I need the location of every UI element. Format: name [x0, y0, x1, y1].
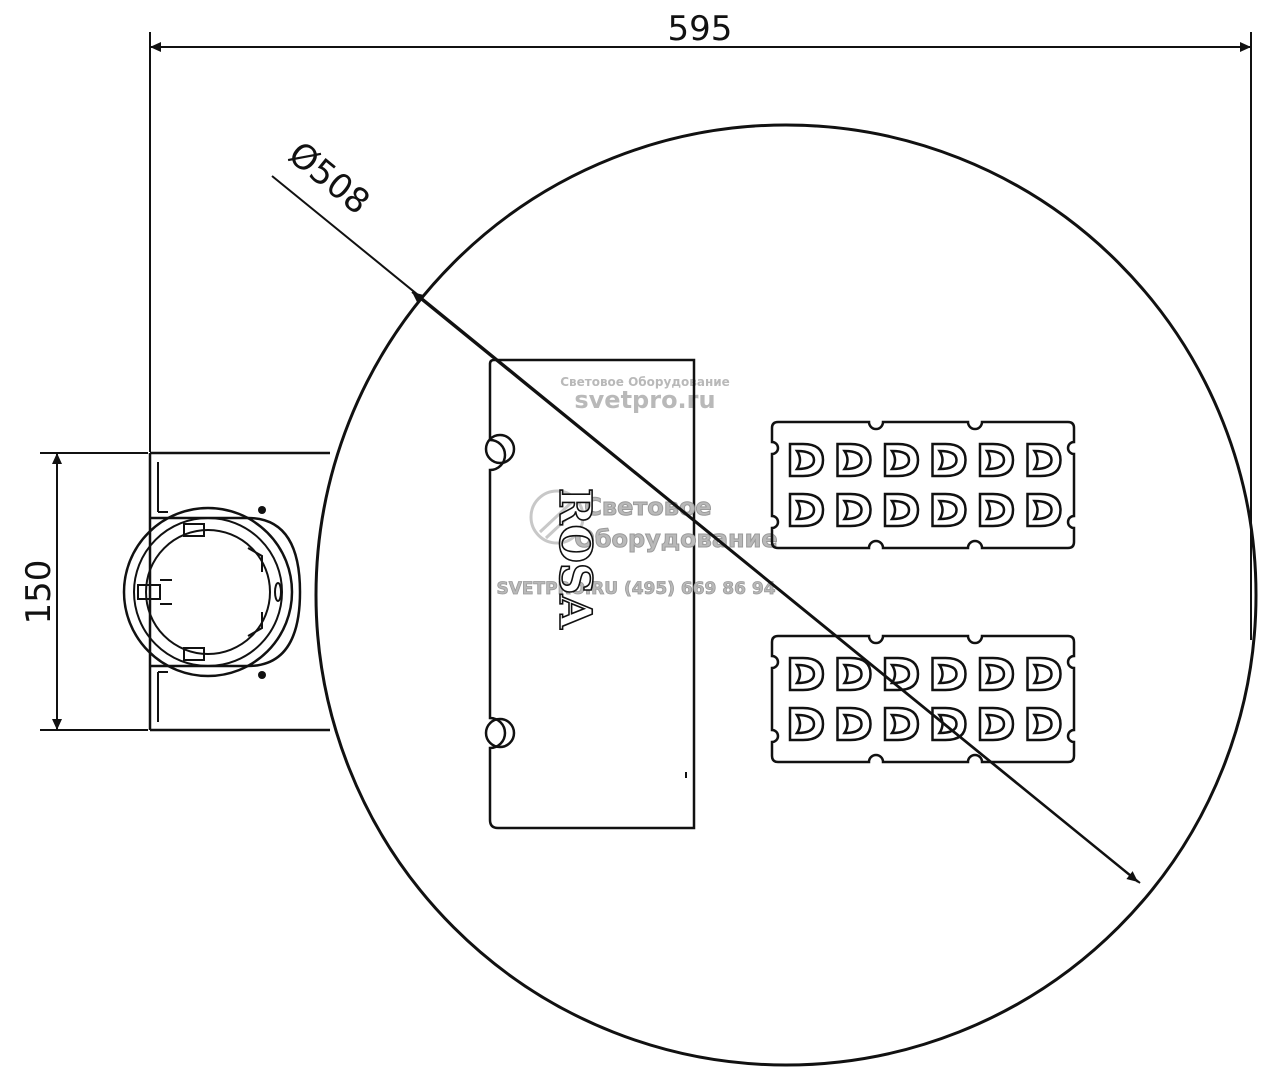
led-lens-outer: [1026, 706, 1062, 742]
led-lens: [836, 442, 872, 478]
led-lens: [883, 706, 920, 742]
led-lens: [1026, 706, 1062, 742]
rosa-logo-text: ROSA: [549, 488, 600, 630]
led-lens-outer: [836, 492, 872, 528]
watermark-center-line3: SVETPRO.RU (495) 669 86 94: [496, 579, 775, 599]
led-lens: [788, 492, 825, 528]
led-lens-inner: [889, 449, 911, 471]
led-lens-outer: [788, 656, 825, 692]
led-lens-inner: [889, 499, 911, 521]
led-module-outline: [770, 634, 1076, 764]
led-lens-outer: [1026, 442, 1062, 478]
led-lens-inner: [1032, 499, 1053, 521]
height-label: 150: [19, 560, 59, 625]
led-lens: [836, 656, 872, 692]
led-lens: [788, 656, 825, 692]
led-module: [770, 634, 1076, 764]
led-lens: [788, 706, 825, 742]
led-lens: [883, 442, 920, 478]
led-lens-outer: [978, 492, 1015, 528]
led-lens: [978, 706, 1015, 742]
led-lens-outer: [931, 492, 967, 528]
collar-socket: [145, 529, 271, 655]
mount-bracket: [122, 451, 330, 732]
bolt-dot-top: [258, 506, 266, 514]
led-lens-outer: [836, 656, 872, 692]
led-lens-outer: [836, 706, 872, 742]
led-lens-outer: [978, 656, 1015, 692]
led-modules: [770, 420, 1076, 764]
led-lens-inner: [1032, 663, 1053, 685]
led-lens: [836, 492, 872, 528]
led-lens-outer: [883, 656, 920, 692]
led-lens: [978, 442, 1015, 478]
led-lens-outer: [1026, 492, 1062, 528]
led-lens-inner: [842, 499, 863, 521]
led-lens-outer: [978, 706, 1015, 742]
led-lens-inner: [984, 663, 1006, 685]
led-lens-inner: [794, 499, 816, 521]
led-lens-inner: [1032, 449, 1053, 471]
led-lens: [931, 706, 967, 742]
height-dimension: 150: [19, 452, 148, 731]
led-lens: [1026, 442, 1062, 478]
mount-hole-top: [484, 433, 516, 465]
led-lens: [836, 706, 872, 742]
led-lens-outer: [931, 706, 967, 742]
led-lens-outer: [1026, 656, 1062, 692]
led-lens-inner: [984, 449, 1006, 471]
led-lens-outer: [978, 442, 1015, 478]
led-lens: [1026, 492, 1062, 528]
rosa-logo: ROSA: [548, 487, 601, 630]
led-lens: [931, 492, 967, 528]
led-lens: [788, 442, 825, 478]
led-lens-inner: [1032, 713, 1053, 735]
center-watermark: Световое Оборудование SVETPRO.RU (495) 6…: [496, 489, 778, 599]
led-lens-outer: [883, 492, 920, 528]
bolt-dot-bottom: [258, 671, 266, 679]
led-lens-outer: [931, 442, 967, 478]
led-lens-inner: [889, 713, 911, 735]
led-lens-inner: [937, 449, 958, 471]
collar-ring-outer: [122, 506, 294, 678]
led-lens-outer: [883, 442, 920, 478]
led-lens-inner: [842, 449, 863, 471]
led-lens-inner: [937, 663, 958, 685]
led-lens: [883, 656, 920, 692]
width-dimension: 595: [149, 9, 1252, 640]
led-lens-outer: [883, 706, 920, 742]
led-lens-outer: [788, 706, 825, 742]
diameter-dimension-line: [411, 291, 1139, 883]
diameter-label: Ø508: [281, 134, 377, 223]
led-lens-inner: [842, 713, 863, 735]
led-lens-inner: [842, 663, 863, 685]
watermark-center-line2: Оборудование: [574, 525, 777, 553]
led-lens: [931, 656, 967, 692]
led-lens-inner: [794, 713, 816, 735]
led-lens: [883, 492, 920, 528]
collar-outline: [150, 516, 302, 668]
led-lens-inner: [984, 713, 1006, 735]
collar-ring-inner: [133, 517, 283, 667]
led-lens-inner: [794, 663, 816, 685]
lamp-body-circle: [314, 123, 1258, 1067]
led-lens-outer: [836, 442, 872, 478]
watermark-center-line1: Световое: [584, 493, 711, 521]
led-module-outline: [770, 420, 1076, 550]
led-lens-outer: [931, 656, 967, 692]
led-lens-inner: [889, 663, 911, 685]
led-lens-inner: [937, 499, 958, 521]
led-lens: [978, 656, 1015, 692]
led-lens: [978, 492, 1015, 528]
led-lens-inner: [794, 449, 816, 471]
width-label: 595: [668, 9, 733, 49]
led-lens-outer: [788, 442, 825, 478]
led-lens: [931, 442, 967, 478]
led-lens: [1026, 656, 1062, 692]
led-lens-inner: [984, 499, 1006, 521]
led-module: [770, 420, 1076, 550]
led-lens-outer: [788, 492, 825, 528]
